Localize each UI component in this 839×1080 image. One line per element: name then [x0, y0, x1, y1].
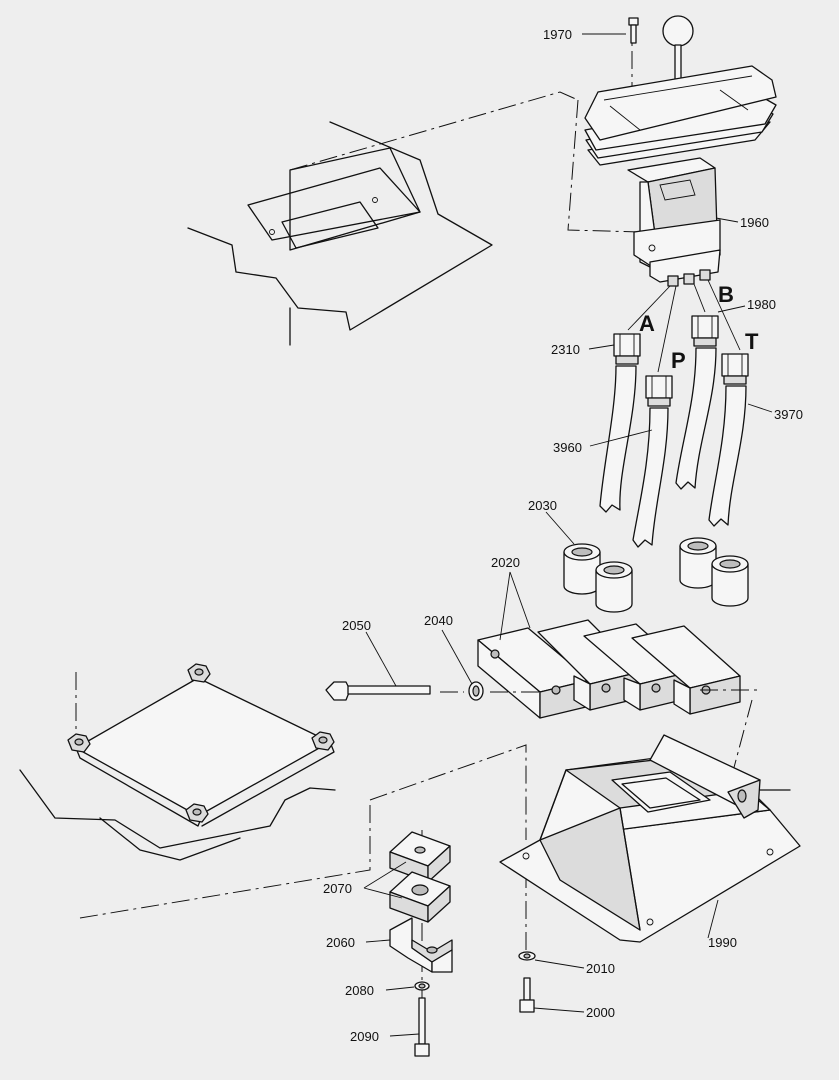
- fitting-p: [645, 375, 673, 407]
- callout-2050: 2050: [342, 618, 371, 633]
- lower-floor-plate: [19, 672, 336, 861]
- centerline-mount: [289, 91, 579, 171]
- port-lines: [627, 279, 741, 373]
- u-bracket-2060: [389, 917, 453, 973]
- clamp-halves-2070: [389, 831, 451, 923]
- port-letters: A B P T: [639, 282, 759, 373]
- clamp-block-1: [477, 627, 591, 719]
- callout-2080: 2080: [345, 983, 374, 998]
- callout-1970: 1970: [543, 27, 572, 42]
- bushing-2: [595, 561, 633, 613]
- fitting-2310: [613, 333, 641, 365]
- long-bolt-2050: [325, 681, 431, 701]
- washer-2080: [414, 981, 430, 991]
- bushing-4: [711, 555, 749, 607]
- callout-2020: 2020: [491, 555, 520, 570]
- port-label-p: P: [671, 348, 686, 373]
- hose-3960: [632, 407, 669, 548]
- callout-2310: 2310: [551, 342, 580, 357]
- washer-2010: [518, 951, 536, 961]
- callout-3970: 3970: [774, 407, 803, 422]
- hose-3970: [708, 385, 747, 527]
- callout-2040: 2040: [424, 613, 453, 628]
- port-label-b: B: [718, 282, 734, 307]
- callout-2010: 2010: [586, 961, 615, 976]
- callout-2090: 2090: [350, 1029, 379, 1044]
- centerline-long-bolt: [440, 689, 760, 693]
- hose-b: [675, 347, 717, 490]
- bushing-1: [563, 543, 601, 595]
- washer-2040: [468, 681, 484, 701]
- bushing-group-2030: [563, 537, 749, 613]
- fitting-t: [721, 353, 749, 385]
- callout-2000: 2000: [586, 1005, 615, 1020]
- centerline-lower: [79, 800, 371, 919]
- nut-3: [311, 731, 335, 751]
- port-label-a: A: [639, 311, 655, 336]
- callout-2070: 2070: [323, 881, 352, 896]
- bolt-1970: [628, 17, 639, 44]
- bushing-3: [679, 537, 717, 589]
- clamp-block-4: [631, 625, 741, 715]
- callout-1960: 1960: [740, 215, 769, 230]
- nut-4: [185, 803, 209, 823]
- callout-3960: 3960: [553, 440, 582, 455]
- callout-2030: 2030: [528, 498, 557, 513]
- bolt-2090: [414, 997, 430, 1057]
- callout-1990: 1990: [708, 935, 737, 950]
- clamp-blocks-2020: [477, 619, 741, 719]
- callout-1980: 1980: [747, 297, 776, 312]
- callout-2060: 2060: [326, 935, 355, 950]
- callout-labels: 1970 1960 1980 2310 3970 3960 2030 2020 …: [323, 27, 803, 1044]
- console-box-1990: [499, 734, 801, 943]
- upper-floor-panel: [187, 121, 493, 346]
- centerline-valve: [567, 99, 641, 233]
- joystick-valve-1960: [584, 15, 777, 287]
- nut-2: [67, 733, 91, 753]
- leader-lines: [363, 33, 773, 1037]
- bolt-2000: [519, 977, 535, 1013]
- nut-1: [187, 663, 211, 683]
- centerline-box-mount: [369, 744, 527, 840]
- port-label-t: T: [745, 329, 759, 354]
- fitting-1980: [691, 315, 719, 347]
